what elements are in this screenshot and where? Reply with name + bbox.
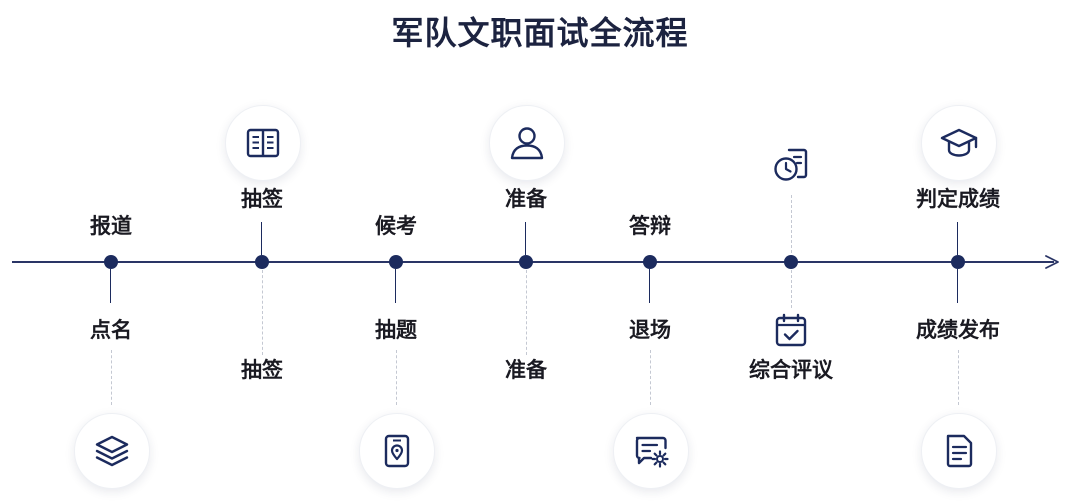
- step-2-dot: [255, 255, 269, 269]
- calendar-check-icon-holder: [769, 308, 813, 352]
- step-7-connector-top: [957, 222, 958, 255]
- step-7-connector-bottom: [957, 269, 958, 303]
- step-5-dot: [643, 255, 657, 269]
- step-4-dashed-connector: [526, 270, 527, 355]
- step-5-dashed-connector: [650, 350, 651, 405]
- step-6-dashed-connector-top: [791, 195, 792, 253]
- step-4-dot: [519, 255, 533, 269]
- step-5-label-below: 退场: [629, 318, 671, 342]
- step-3-dot: [389, 255, 403, 269]
- step-1-label-below: 点名: [90, 318, 132, 342]
- user-icon: [510, 127, 544, 160]
- tablet-location-icon-badge: [359, 413, 435, 489]
- step-6-dashed-connector-bottom: [791, 270, 792, 308]
- step-1-dot: [104, 255, 118, 269]
- page-title: 军队文职面试全流程: [391, 14, 689, 52]
- step-7-dot: [951, 255, 965, 269]
- step-3-label-above: 候考: [375, 214, 417, 238]
- step-5-label-above: 答辩: [629, 214, 671, 238]
- graduation-cap-icon-badge: [921, 105, 997, 181]
- document-clock-icon-holder: [769, 143, 813, 187]
- step-3-label-below: 抽题: [375, 318, 417, 342]
- step-2-label-below: 抽签: [241, 358, 283, 382]
- step-1-connector: [110, 269, 111, 303]
- step-4-connector: [525, 222, 526, 255]
- step-6-dot: [784, 255, 798, 269]
- chat-settings-icon: [635, 436, 669, 468]
- step-7-label-above: 判定成绩: [916, 187, 1000, 211]
- book-icon: [246, 128, 280, 158]
- step-4-label-below: 准备: [505, 358, 547, 382]
- user-icon-badge: [489, 105, 565, 181]
- step-4-label-above: 准备: [505, 187, 547, 211]
- step-7-label-below: 成绩发布: [916, 318, 1000, 342]
- chat-settings-icon-badge: [613, 413, 689, 489]
- step-7-dashed-connector: [958, 350, 959, 405]
- tablet-location-icon: [384, 434, 410, 468]
- document-clock-icon: [774, 148, 808, 181]
- timeline-axis: [12, 261, 1054, 263]
- step-2-label-above: 抽签: [241, 187, 283, 211]
- layers-icon-badge: [74, 413, 150, 489]
- timeline-arrowhead: [1045, 255, 1059, 269]
- layers-icon: [95, 435, 129, 467]
- step-1-label-above: 报道: [90, 214, 132, 238]
- calendar-check-icon: [775, 313, 807, 347]
- document-lines-icon: [946, 434, 973, 468]
- step-3-connector: [395, 269, 396, 303]
- step-5-connector: [649, 269, 650, 303]
- step-2-dashed-connector: [262, 270, 263, 355]
- step-2-connector: [261, 222, 262, 255]
- document-lines-icon-badge: [921, 413, 997, 489]
- step-6-label-below: 综合评议: [749, 358, 833, 382]
- book-icon-badge: [225, 105, 301, 181]
- step-3-dashed-connector: [396, 350, 397, 405]
- graduation-cap-icon: [940, 128, 978, 157]
- step-1-dashed-connector: [111, 350, 112, 405]
